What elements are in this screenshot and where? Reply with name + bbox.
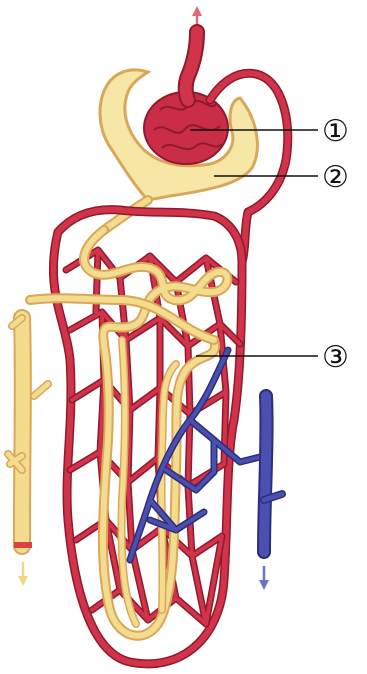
- collecting-duct: [8, 318, 48, 548]
- label-1: ①: [322, 114, 349, 149]
- label-2: ②: [322, 160, 349, 195]
- venous-network: [130, 350, 282, 560]
- label-3: ③: [322, 340, 349, 375]
- urine-outflow-arrow: [18, 562, 28, 586]
- venous-outflow-arrow: [259, 566, 269, 590]
